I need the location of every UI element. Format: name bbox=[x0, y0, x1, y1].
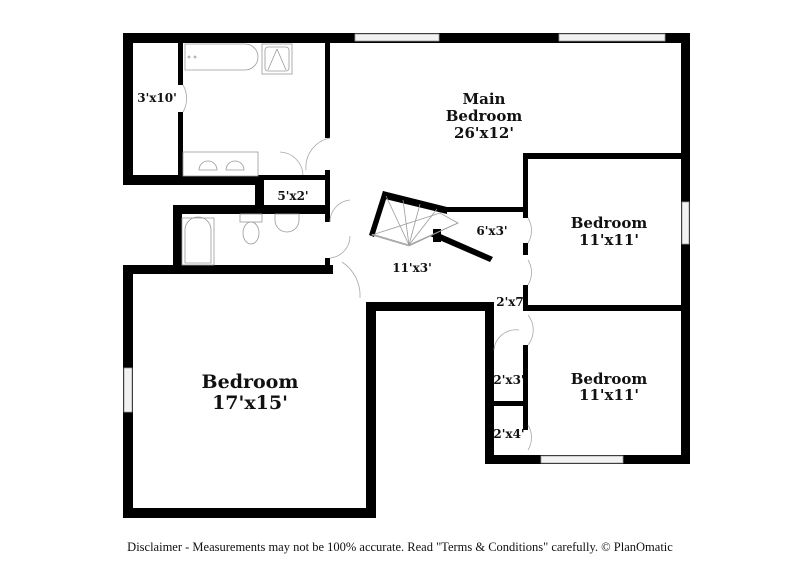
door-linen bbox=[279, 151, 304, 176]
label-lower-bedroom-dims: 11'x11' bbox=[579, 386, 639, 404]
windows bbox=[123, 33, 690, 464]
door-master-bath bbox=[305, 137, 331, 171]
bathtub-master bbox=[184, 43, 259, 71]
disclaimer-text: Disclaimer - Measurements may not be 100… bbox=[127, 540, 673, 554]
sink-left bbox=[198, 160, 218, 171]
door-large-bedroom bbox=[341, 261, 361, 299]
window-main-bedroom-left bbox=[354, 33, 440, 42]
staircase bbox=[370, 195, 459, 247]
label-hall-closet: 2'x7 bbox=[496, 295, 524, 309]
fixtures bbox=[181, 43, 459, 266]
label-upper-bedroom: Bedroom bbox=[571, 214, 648, 232]
door-closet-main bbox=[182, 84, 187, 113]
window-upper-bedroom bbox=[681, 201, 690, 245]
door-lower-bedroom bbox=[527, 314, 534, 346]
doors bbox=[182, 84, 534, 451]
label-closet-b: 2'x4' bbox=[493, 427, 524, 441]
walls bbox=[123, 33, 690, 518]
toilet-tank bbox=[239, 213, 263, 223]
label-lower-bedroom: Bedroom bbox=[571, 370, 648, 388]
label-main-bedroom-line2: Bedroom bbox=[446, 107, 523, 125]
door-closet-a bbox=[493, 329, 520, 351]
label-upper-bedroom-dims: 11'x11' bbox=[579, 231, 639, 249]
label-linen-closet: 5'x2' bbox=[277, 189, 308, 203]
label-closet-main: 3'x10' bbox=[137, 91, 177, 105]
door-hall-bath-2 bbox=[329, 235, 351, 259]
shower bbox=[261, 43, 293, 75]
room-labels: Main Bedroom 26'x12' Bedroom 17'x15' Bed… bbox=[137, 90, 647, 441]
label-main-bedroom-dims: 26'x12' bbox=[454, 124, 514, 142]
toilet-bowl bbox=[242, 221, 260, 245]
window-main-bedroom-right bbox=[558, 33, 666, 42]
sink-hall bbox=[274, 213, 300, 233]
label-landing: 6'x3' bbox=[476, 224, 507, 238]
label-large-bedroom: Bedroom bbox=[202, 371, 299, 393]
door-closet-b bbox=[527, 424, 532, 451]
label-large-bedroom-dims: 17'x15' bbox=[212, 392, 288, 414]
label-main-bedroom-line1: Main bbox=[463, 90, 506, 108]
door-hall-closet bbox=[527, 259, 532, 286]
double-vanity bbox=[182, 151, 259, 177]
window-large-bedroom bbox=[123, 367, 133, 413]
bathtub-hall bbox=[181, 217, 215, 266]
label-closet-a: 2'x3' bbox=[493, 373, 524, 387]
window-lower-bedroom bbox=[540, 455, 624, 464]
label-hallway: 11'x3' bbox=[392, 261, 432, 275]
door-hall-bath bbox=[329, 199, 351, 223]
door-upper-bedroom bbox=[527, 217, 532, 244]
sink-right bbox=[225, 160, 245, 171]
